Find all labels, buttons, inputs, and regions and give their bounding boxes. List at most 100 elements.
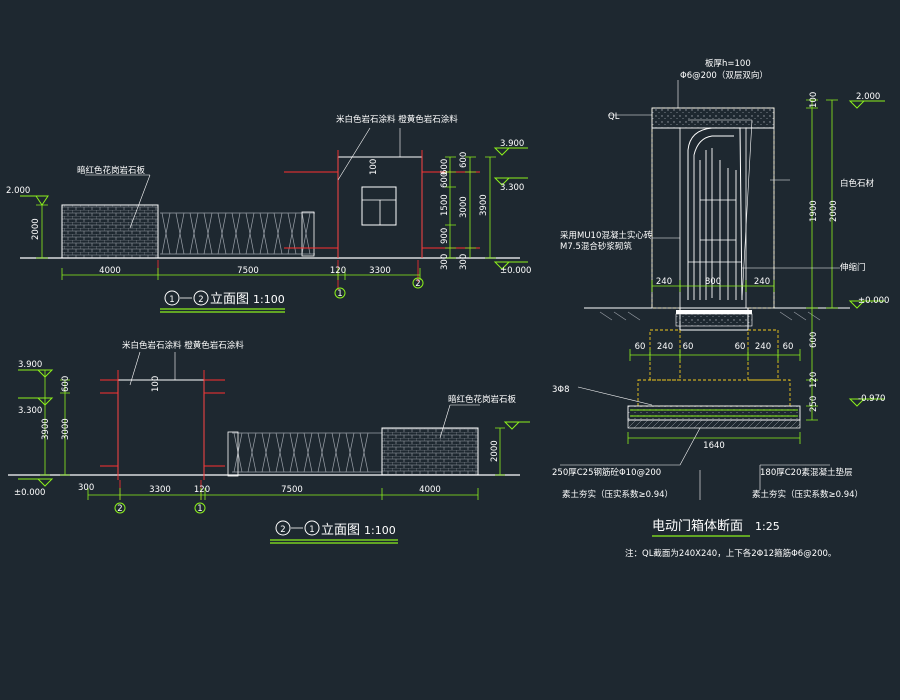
- retractable-fence: [227, 431, 382, 477]
- note-wall-brick: 采用MU10混凝土实心砖: [560, 230, 653, 241]
- level-3300: 3.300: [500, 183, 524, 193]
- note-slab-rebar: Φ6@200（双层双向）: [680, 70, 768, 81]
- roof-slab: [651, 107, 775, 129]
- dim-120: 120: [194, 485, 210, 495]
- elevation-scale: 1:100: [364, 524, 396, 537]
- elevation-title: 立面图: [321, 523, 360, 538]
- title-circle-a: [275, 520, 291, 536]
- elevation-2-1: 2 1 2 1 立面图 1:100 米白色岩石涂料 橙黄色岩石涂料 暗红色花岗岩…: [8, 340, 530, 544]
- dim-2000: 2000: [490, 440, 500, 462]
- dim-2000: 2000: [31, 218, 41, 240]
- dim-7500: 7500: [237, 266, 259, 276]
- note-foundation-concrete: 250厚C25钢筋砼Φ10@200: [552, 467, 661, 478]
- base-cap: [676, 310, 752, 314]
- title-circle-b: [193, 290, 209, 306]
- axis-1-label: 1: [337, 289, 342, 299]
- level-2000: 2.000: [856, 92, 880, 102]
- level-2000: 2.000: [6, 186, 30, 196]
- dim-3000: 3000: [61, 418, 71, 440]
- elevation-scale: 1:100: [253, 293, 285, 306]
- dim-240-b: 240: [754, 277, 770, 287]
- dim-600-c: 600: [459, 152, 469, 168]
- dim-3300: 3300: [149, 485, 171, 495]
- label-3phi8: 3Φ8: [552, 385, 570, 395]
- note-paint: 米白色岩石涂料 橙黄色岩石涂料: [336, 114, 458, 125]
- level-0000: ±0.000: [858, 296, 889, 306]
- cushion-layer: [627, 419, 801, 429]
- dim-60-c: 60: [735, 342, 746, 352]
- dim-900: 900: [440, 228, 450, 244]
- brick-wall: [61, 204, 159, 259]
- dim-60-b: 60: [683, 342, 694, 352]
- title-axis-a: 2: [280, 525, 285, 535]
- title-axis-b: 2: [198, 295, 203, 305]
- dim-100: 100: [151, 376, 161, 392]
- axis-1-label: 1: [197, 504, 202, 514]
- dim-240-a: 240: [656, 277, 672, 287]
- retractable-fence: [160, 211, 315, 257]
- section-title: 电动门箱体断面: [652, 518, 743, 534]
- dim-600-a: 600: [440, 159, 450, 175]
- gate-box-section: 板厚h=100 Φ6@200（双层双向） QL 采用MU10混凝土实心砖 M7.…: [552, 58, 889, 559]
- dim-1500: 1500: [440, 194, 450, 216]
- elevation-1-2: 1 2 1 2 立面图 1:100 暗红色花岗岩石板 米白色岩石涂料 橙黄色岩石…: [6, 114, 531, 313]
- axis-2-label: 2: [415, 279, 420, 289]
- level-0000: ±0.000: [500, 266, 531, 276]
- note-brick: 暗红色花岗岩石板: [448, 394, 517, 405]
- note-paint: 米白色岩石涂料 橙黄色岩石涂料: [122, 340, 244, 351]
- note-white-stone: 白色石材: [840, 178, 875, 189]
- note-retractable-gate: 伸缩门: [840, 262, 866, 273]
- dim-60-d: 60: [783, 342, 794, 352]
- dim-240-c: 240: [657, 342, 673, 352]
- dim-2000: 2000: [829, 200, 839, 222]
- dim-4000: 4000: [99, 266, 121, 276]
- dim-100: 100: [809, 92, 819, 108]
- axis-1-marker: [194, 502, 206, 514]
- dim-4000: 4000: [419, 485, 441, 495]
- note-cushion-concrete: 180厚C20素混凝土垫层: [760, 467, 852, 478]
- note-slab-thickness: 板厚h=100: [705, 58, 751, 69]
- dim-300-b: 300: [459, 254, 469, 270]
- label-ql: QL: [608, 112, 620, 122]
- section-scale: 1:25: [755, 520, 780, 533]
- level-minus-0970: -0.970: [858, 394, 885, 404]
- axis-1-marker: [334, 287, 346, 299]
- elevation-title: 立面图: [210, 292, 249, 307]
- axis-2-marker: [114, 502, 126, 514]
- dim-1640: 1640: [703, 441, 725, 451]
- dim-3300: 3300: [369, 266, 391, 276]
- title-circle-a: [164, 290, 180, 306]
- dim-7500: 7500: [281, 485, 303, 495]
- gate-mechanism: [687, 119, 753, 301]
- dim-600: 600: [809, 332, 819, 348]
- dim-3900: 3900: [41, 418, 51, 440]
- dim-120: 120: [809, 372, 819, 388]
- dim-3000: 3000: [459, 196, 469, 218]
- foundation-slab: [627, 405, 801, 421]
- dim-120: 120: [330, 266, 346, 276]
- dim-300: 300: [78, 483, 94, 493]
- dim-800: 800: [705, 277, 721, 287]
- dim-1900: 1900: [809, 200, 819, 222]
- dim-240-d: 240: [755, 342, 771, 352]
- dim-60-a: 60: [635, 342, 646, 352]
- window: [361, 186, 397, 226]
- dim-600: 600: [61, 376, 71, 392]
- level-0000: ±0.000: [14, 488, 45, 498]
- level-3900: 3.900: [18, 360, 42, 370]
- dim-250: 250: [809, 396, 819, 412]
- brick-wall: [381, 427, 479, 476]
- note-soil-left: 素土夯实（压实系数≥0.94）: [562, 489, 673, 500]
- dim-600-b: 600: [440, 172, 450, 188]
- title-axis-b: 1: [309, 525, 314, 535]
- footing: [637, 379, 791, 407]
- axis-2-marker: [412, 277, 424, 289]
- dim-100: 100: [369, 159, 379, 175]
- axis-2-label: 2: [117, 504, 122, 514]
- title-axis-a: 1: [169, 295, 174, 305]
- note-brick: 暗红色花岗岩石板: [77, 165, 146, 176]
- level-3300: 3.300: [18, 406, 42, 416]
- note-wall-mortar: M7.5混合砂浆砌筑: [560, 241, 632, 252]
- gatehouse: [117, 379, 205, 476]
